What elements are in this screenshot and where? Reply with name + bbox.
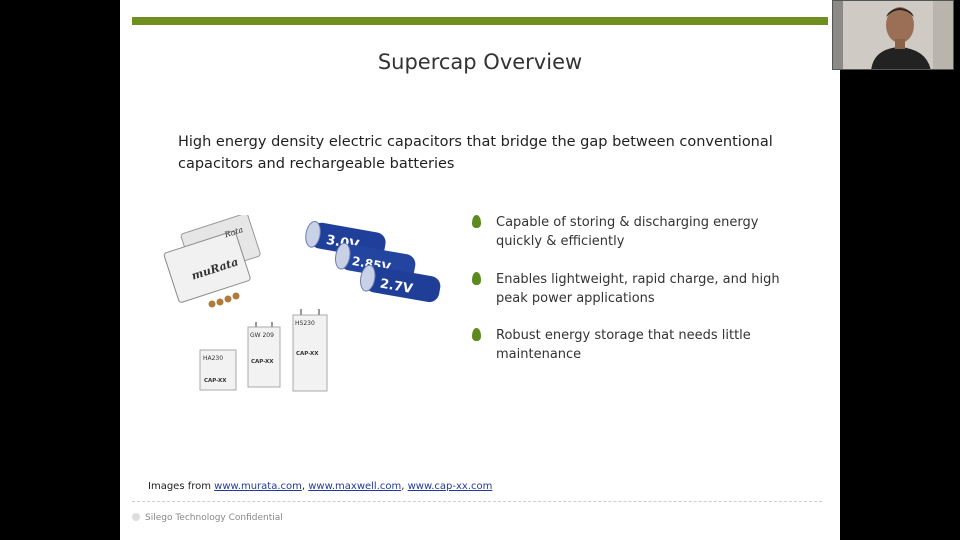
leaf-bullet-icon — [472, 215, 481, 228]
bullet-text: Capable of storing & discharging energy … — [496, 215, 759, 249]
bullet-item: Capable of storing & discharging energy … — [472, 213, 792, 251]
bullet-text: Enables lightweight, rapid charge, and h… — [496, 272, 780, 306]
supercap-product-images: muRata Rata 3.0V 2.85V 2.7V — [163, 215, 441, 392]
confidential-footer: Silego Technology Confidential — [132, 513, 283, 523]
credits-prefix: Images from — [148, 481, 211, 492]
image-credits: Images from www.murata.com, www.maxwell.… — [148, 481, 493, 492]
credit-link-maxwell[interactable]: www.maxwell.com — [308, 481, 402, 492]
webcam-video-thumbnail — [832, 0, 954, 70]
credit-link-murata[interactable]: www.murata.com — [214, 481, 302, 492]
slide-lead-text: High energy density electric capacitors … — [178, 134, 773, 172]
capx1-label: HA230 — [203, 355, 223, 362]
presenter-video-icon — [833, 1, 953, 69]
footer-divider — [132, 501, 822, 502]
capx3-label: HS230 — [295, 320, 315, 327]
credit-link-capxx[interactable]: www.cap-xx.com — [407, 481, 493, 492]
bullet-text: Robust energy storage that needs little … — [496, 328, 751, 362]
murata-pouch-cells-image: muRata Rata — [163, 215, 261, 308]
slide-title: Supercap Overview — [377, 50, 583, 74]
cell-27v-label: 2.7V — [379, 276, 414, 297]
slide-top-accent-bar — [132, 17, 828, 25]
leaf-bullet-icon — [472, 272, 481, 285]
maxwell-cylinder-cells-image: 3.0V 2.85V 2.7V — [305, 220, 441, 303]
capx2-label: GW 209 — [250, 332, 274, 339]
bullet-item: Enables lightweight, rapid charge, and h… — [472, 270, 792, 308]
silego-logo-icon — [132, 513, 140, 521]
presentation-slide: Supercap Overview High energy density el… — [120, 0, 840, 540]
svg-text:CAP-XX: CAP-XX — [296, 351, 319, 357]
svg-text:CAP-XX: CAP-XX — [251, 359, 274, 365]
capxx-cells-image: HA230 CAP-XX GW 209 CAP-XX HS230 CAP-XX — [199, 309, 328, 392]
leaf-bullet-icon — [472, 328, 481, 341]
svg-text:CAP-XX: CAP-XX — [204, 378, 227, 384]
confidential-text: Silego Technology Confidential — [145, 513, 283, 523]
bullet-item: Robust energy storage that needs little … — [472, 326, 792, 364]
